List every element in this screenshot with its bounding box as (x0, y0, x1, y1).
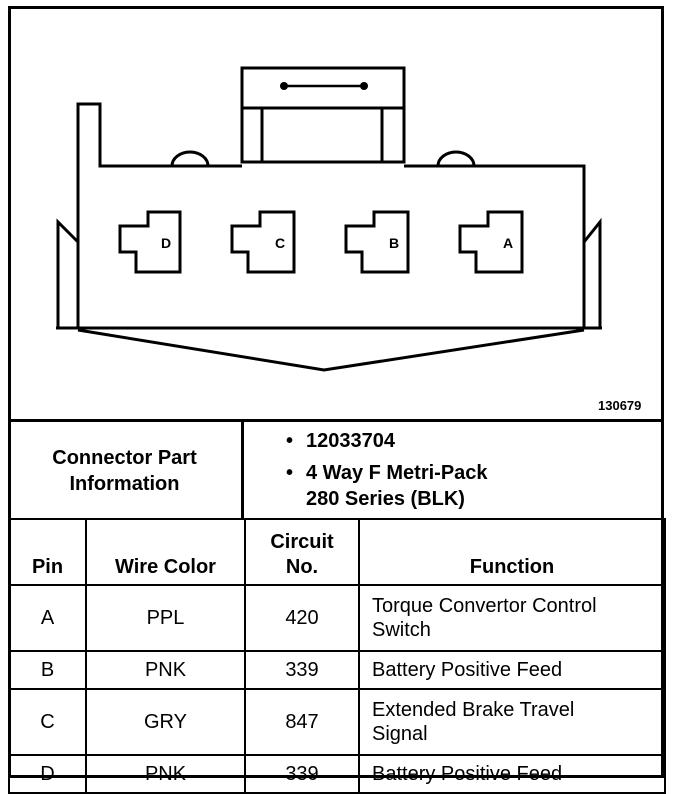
cavity-d (118, 210, 182, 274)
cavity-a (458, 210, 524, 274)
cavity-label-a: A (503, 235, 513, 251)
lock-tab (240, 66, 406, 164)
table-row: A PPL 420 Torque Convertor Control Switc… (8, 584, 666, 652)
cell-pin: C (8, 688, 87, 756)
header-circuit-line1: Circuit (270, 531, 334, 553)
cavity-c (230, 210, 296, 274)
table-row: D PNK 339 Battery Positive Feed (8, 754, 666, 794)
part-info-label: Connector Part Information (8, 422, 244, 520)
cell-function: Extended Brake Travel Signal (358, 688, 666, 756)
cavity-label-b: B (389, 235, 399, 251)
cell-function-line2: Signal (372, 723, 428, 745)
top-bump-right (436, 150, 476, 167)
cell-circuit: 339 (244, 650, 360, 690)
bullet-icon: • (286, 462, 294, 484)
cell-function: Torque Convertor Control Switch (358, 584, 666, 652)
cell-wire-color: PNK (85, 754, 246, 794)
cell-circuit: 339 (244, 754, 360, 794)
part-info-label-line1: Connector Part (52, 447, 197, 469)
figure-number: 130679 (598, 398, 642, 413)
cell-circuit: 420 (244, 584, 360, 652)
left-post (76, 102, 242, 328)
cavity-label-c: C (275, 235, 285, 251)
header-function: Function (358, 518, 666, 586)
connector-face-view: D C B A (56, 66, 602, 372)
cell-function-line1: Torque Convertor Control (372, 595, 597, 617)
left-latch (56, 218, 80, 328)
bullet-icon: • (286, 430, 294, 452)
part-info-label-line2: Information (69, 473, 180, 495)
cell-circuit: 847 (244, 688, 360, 756)
shorting-bar-end-left (280, 82, 288, 90)
header-wire-color: Wire Color (85, 518, 246, 586)
bottom-pointer (77, 328, 585, 372)
header-circuit-line2: No. (285, 556, 319, 578)
cell-function-line1: Extended Brake Travel (372, 699, 575, 721)
top-bump-left (170, 150, 210, 167)
cavity-label-d: D (161, 235, 171, 251)
cell-function: Battery Positive Feed (358, 754, 666, 794)
cell-pin: A (8, 584, 87, 652)
cell-function-line1: Battery Positive Feed (372, 659, 563, 681)
header-pin: Pin (8, 518, 87, 586)
part-info-values: • 12033704 • 4 Way F Metri-Pack 280 Seri… (244, 422, 658, 520)
right-latch (582, 217, 602, 328)
part-number: 12033704 (306, 430, 395, 452)
cell-wire-color: PNK (85, 650, 246, 690)
cell-function-line2: Switch (372, 619, 431, 641)
part-description-line1: 4 Way F Metri-Pack (306, 462, 488, 484)
cell-pin: B (8, 650, 87, 690)
cell-wire-color: GRY (85, 688, 246, 756)
pinout-table: Pin Wire Color Circuit No. Function A PP… (8, 518, 666, 794)
table-row: B PNK 339 Battery Positive Feed (8, 650, 666, 690)
part-description-item: • 4 Way F Metri-Pack 280 Series (BLK) (244, 460, 658, 512)
connector-drawing: D C B A (8, 6, 664, 422)
table-header-row: Pin Wire Color Circuit No. Function (8, 518, 666, 586)
part-number-item: • 12033704 (244, 428, 658, 454)
cell-function: Battery Positive Feed (358, 650, 666, 690)
part-description-line2: 280 Series (BLK) (306, 488, 465, 510)
connector-part-info: Connector Part Information • 12033704 • … (8, 419, 664, 520)
cell-wire-color: PPL (85, 584, 246, 652)
shorting-bar-end-right (360, 82, 368, 90)
header-circuit-no: Circuit No. (244, 518, 360, 586)
cell-function-line1: Battery Positive Feed (372, 763, 563, 785)
table-row: C GRY 847 Extended Brake Travel Signal (8, 688, 666, 756)
cavity-b (344, 210, 410, 274)
cell-pin: D (8, 754, 87, 794)
